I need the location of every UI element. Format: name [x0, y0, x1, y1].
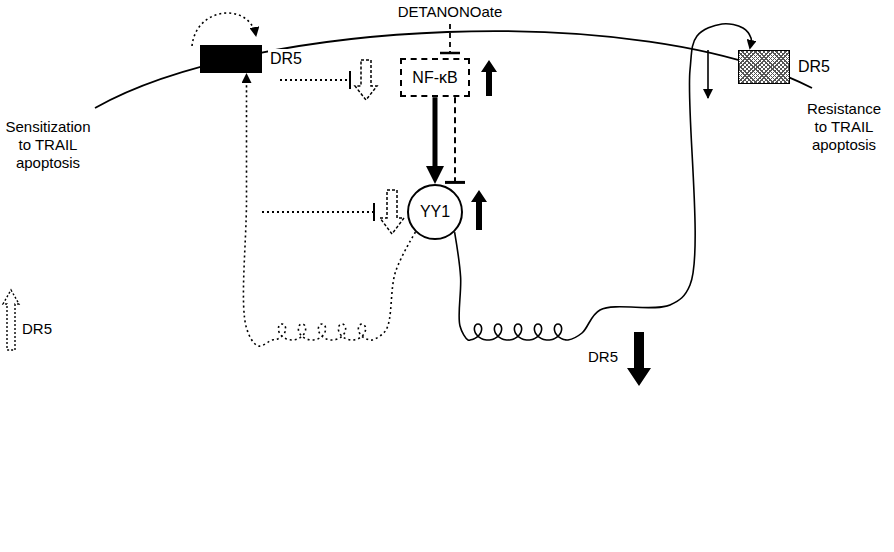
increase-arrow [3, 290, 19, 350]
decrease-arrow [627, 332, 651, 386]
receptor-box: DR5 [738, 50, 832, 84]
node-text: YY1 [420, 202, 450, 221]
increase-arrow [471, 190, 487, 230]
internalization-arrow [707, 50, 709, 98]
receptor-shape [738, 50, 790, 84]
node-text: DR5 [268, 49, 304, 68]
inhibition-bar [349, 71, 351, 89]
transcript-label: DR5 [588, 348, 618, 366]
decrease-arrow [380, 190, 404, 234]
factor-box: NF-κB [400, 58, 469, 97]
outcome-label: Resistance to TRAIL apoptosis [800, 100, 888, 154]
cell-membrane [95, 31, 812, 108]
inhibition-bar [440, 52, 460, 55]
drug-label: DETANONOate [398, 3, 503, 21]
decrease-arrow [355, 60, 377, 100]
activation-arrow [432, 97, 437, 171]
outcome-label: Sensitization to TRAIL apoptosis [2, 118, 94, 172]
node-text: NF-κB [412, 68, 457, 87]
receptor-shape [200, 45, 262, 73]
inhibition-line [262, 211, 374, 213]
inhibition-line [449, 24, 451, 53]
transcription-path [243, 80, 415, 346]
node-text: DR5 [796, 57, 832, 76]
increase-arrow [481, 60, 497, 96]
inhibition-bar [373, 203, 375, 221]
factor-circle: YY1 [407, 184, 463, 240]
transcription-path [455, 24, 752, 340]
inhibition-line [280, 79, 350, 81]
transcript-label: DR5 [22, 320, 52, 338]
expression-arrow [192, 13, 256, 46]
inhibition-line [454, 97, 456, 182]
receptor-box: DR5 [200, 45, 304, 73]
